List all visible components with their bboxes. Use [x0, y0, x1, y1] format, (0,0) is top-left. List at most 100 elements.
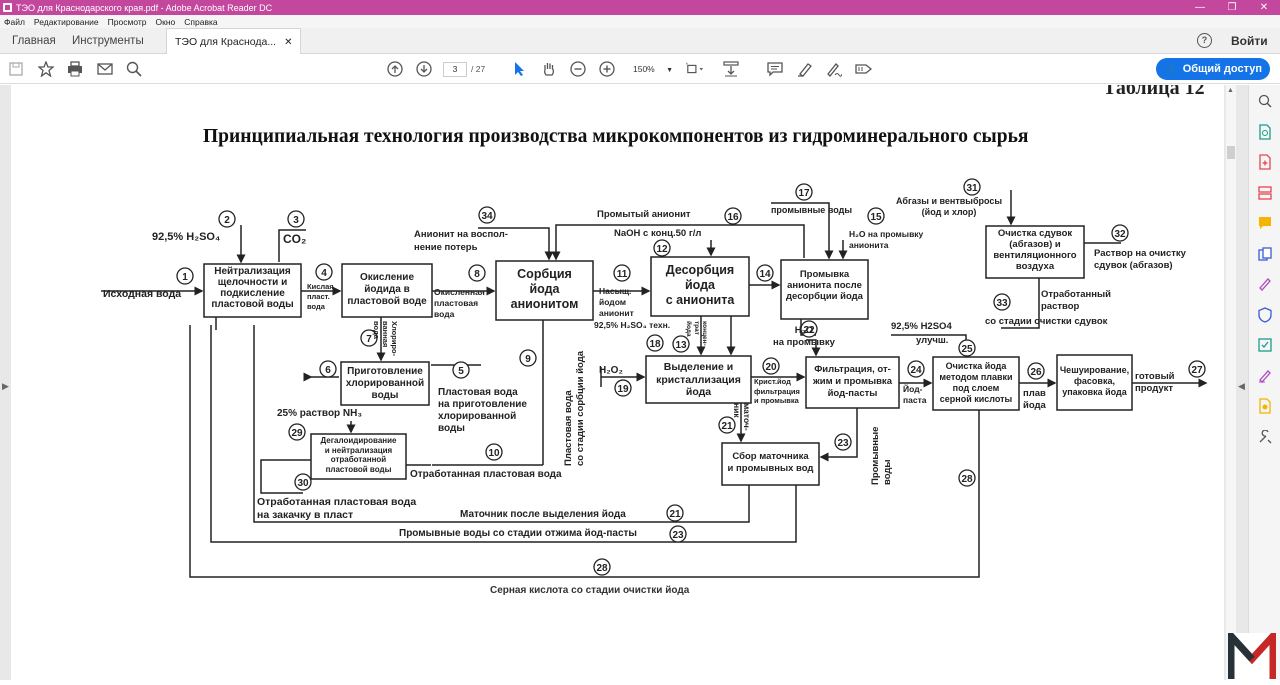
close-tab-icon[interactable]: ✕ [284, 37, 293, 48]
combine-files-icon[interactable] [1256, 245, 1274, 263]
right-panel-toggle-icon[interactable]: ◀ [1238, 381, 1245, 391]
fill-sign-tool-icon[interactable] [1256, 275, 1274, 293]
more-tools-icon[interactable] [1256, 428, 1274, 446]
organize-pages-icon[interactable] [1256, 184, 1274, 202]
zoom-level[interactable]: 150% ▼ [633, 64, 673, 74]
export-pdf-icon[interactable] [1256, 123, 1274, 141]
sign-icon[interactable] [825, 60, 843, 78]
menu-file[interactable]: Файл [4, 16, 25, 27]
save-icon[interactable] [7, 60, 25, 78]
tools-panel [1248, 85, 1280, 680]
vertical-scrollbar[interactable]: ▲ [1226, 85, 1236, 680]
scroll-up-icon[interactable]: ▲ [1227, 87, 1234, 94]
label-h2so4: 92,5% H₂SO₄ [152, 231, 221, 243]
send-for-review-icon[interactable] [1256, 336, 1274, 354]
window-title: ТЭО для Краснодарского края.pdf - Adobe … [16, 2, 273, 13]
acrobat-icon [3, 3, 12, 12]
share-button[interactable]: 👤Общий доступ [1156, 58, 1270, 80]
select-icon[interactable] [510, 60, 528, 78]
scroll-mode-icon[interactable] [722, 60, 740, 78]
box-packaging: Чешуирование,фасовка,упаковка йода [1059, 365, 1130, 397]
svg-text:5: 5 [458, 366, 464, 377]
mail-icon[interactable] [96, 60, 114, 78]
svg-text:28: 28 [961, 474, 973, 485]
label-exhaust-gases: Абгазы и вентвыбросы(йод и хлор) [896, 196, 1003, 217]
menu-window[interactable]: Окно [155, 16, 176, 27]
tab-bar: Главная Инструменты ТЭО для Краснода...✕… [0, 28, 1280, 55]
menu-view[interactable]: Просмотр [107, 16, 147, 27]
create-pdf-icon[interactable] [1256, 153, 1274, 171]
maximize-button[interactable]: ❐ [1227, 2, 1237, 13]
fill-sign-icon[interactable] [855, 60, 873, 78]
svg-text:6: 6 [325, 365, 331, 376]
zoom-out-icon[interactable] [569, 60, 587, 78]
print-icon[interactable] [66, 60, 84, 78]
label-mother-liquor-line: Маточник после выделения йода [460, 509, 626, 520]
svg-text:23: 23 [837, 438, 849, 449]
menu-edit[interactable]: Редактирование [33, 16, 99, 27]
svg-text:27: 27 [1191, 365, 1203, 376]
svg-text:16: 16 [727, 212, 739, 223]
chevron-down-icon: ▼ [666, 67, 674, 74]
hand-icon[interactable] [540, 60, 558, 78]
window-controls: — ❐ ✕ [1184, 0, 1280, 15]
tab-home[interactable]: Главная [12, 35, 56, 47]
left-panel-toggle-icon[interactable]: ▶ [2, 381, 9, 391]
highlight-icon[interactable] [796, 60, 814, 78]
svg-text:12: 12 [656, 244, 668, 255]
minimize-button[interactable]: — [1195, 2, 1205, 13]
sign-tool-icon[interactable] [1256, 367, 1274, 385]
zoom-tool-icon[interactable] [1256, 92, 1274, 110]
close-window-button[interactable]: ✕ [1259, 2, 1269, 13]
login-button[interactable]: Войти [1231, 34, 1268, 48]
svg-text:18: 18 [649, 339, 661, 350]
tab-tools[interactable]: Инструменты [72, 35, 144, 47]
svg-text:10: 10 [488, 448, 500, 459]
label-wash-waters: промывные воды [771, 205, 853, 215]
fit-page-icon[interactable] [686, 60, 704, 78]
menu-bar: Файл Редактирование Просмотр Окно Справк… [0, 15, 1280, 28]
stamp-icon[interactable] [1256, 397, 1274, 415]
scrollbar-thumb[interactable] [1227, 146, 1235, 159]
label-sulfuric-acid-line: Серная кислота со стадии очистки йода [490, 585, 690, 596]
label-h2o2: H₂O₂ [599, 365, 623, 376]
zoom-in-icon[interactable] [598, 60, 616, 78]
comment-icon[interactable] [766, 60, 784, 78]
search-icon[interactable] [125, 60, 143, 78]
m-logo [1227, 626, 1277, 680]
page-up-icon[interactable] [386, 60, 404, 78]
menu-help[interactable]: Справка [184, 16, 218, 27]
comment-tool-icon[interactable] [1256, 214, 1274, 232]
svg-text:4: 4 [321, 268, 327, 279]
add-person-icon: 👤 [1163, 63, 1178, 76]
tab-document[interactable]: ТЭО для Краснода...✕ [166, 28, 302, 55]
protect-icon[interactable] [1256, 306, 1274, 324]
svg-text:9: 9 [525, 354, 531, 365]
svg-text:7: 7 [366, 334, 372, 345]
title-bar: ТЭО для Краснодарского края.pdf - Adobe … [0, 0, 1280, 15]
page-total: / 27 [471, 64, 486, 74]
toolbar: 3 / 27 150% ▼ 👤Общий доступ [0, 54, 1280, 84]
page-number-input[interactable]: 3 [443, 62, 467, 77]
svg-text:17: 17 [798, 188, 810, 199]
star-icon[interactable] [37, 60, 55, 78]
diagram-heading: Принципиальная технология производства м… [203, 126, 1029, 147]
help-icon[interactable]: ? [1197, 33, 1212, 48]
page-down-icon[interactable] [415, 60, 433, 78]
